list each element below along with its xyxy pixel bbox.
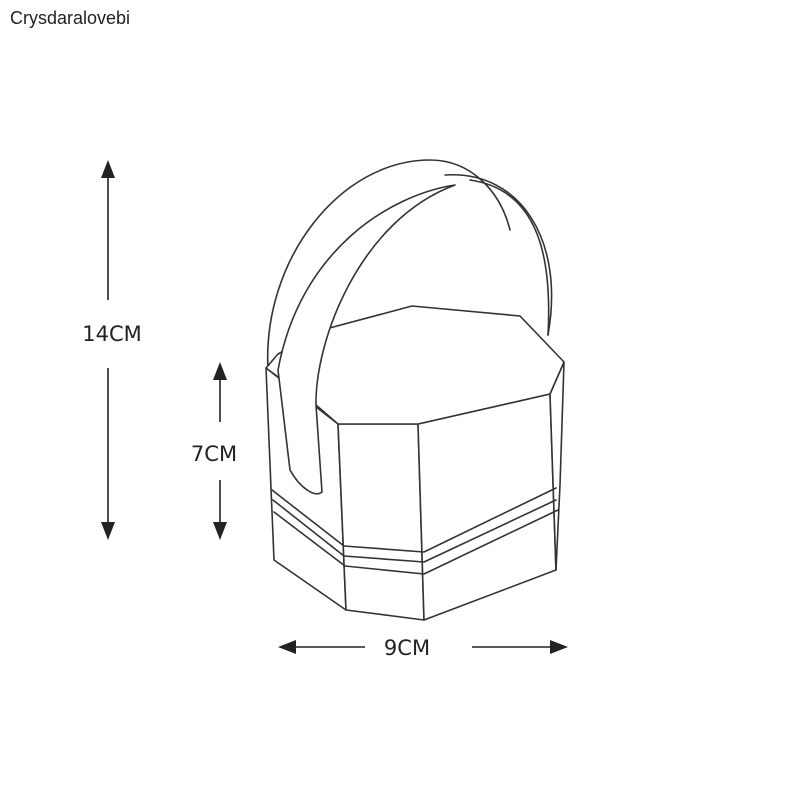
handle-outer-edge (266, 159, 511, 371)
base-band-line (273, 509, 559, 575)
handle (266, 159, 553, 371)
total-height-arrow-up (101, 160, 115, 178)
handle-front (277, 184, 456, 495)
box-height-label: 7CM (191, 442, 237, 466)
total-height-label: 14CM (82, 322, 142, 346)
handle-front-strap (277, 184, 456, 495)
box-height-arrow-up (213, 362, 227, 380)
lid-band-line-2 (272, 499, 557, 563)
total-height-arrow-down (101, 522, 115, 540)
width-arrow-right (550, 640, 568, 654)
width-arrow-left (278, 640, 296, 654)
box-height-arrow-down (213, 522, 227, 540)
dimension-total-height: 14CM (82, 160, 142, 540)
width-label: 9CM (384, 636, 430, 660)
dimension-width: 9CM (278, 636, 568, 660)
box-right-front-face (417, 393, 557, 621)
box-front-face (337, 423, 425, 621)
brand-name: Crysdaralovebi (10, 8, 131, 28)
dimension-box-height: 7CM (191, 362, 237, 540)
handle-back-strap (444, 174, 553, 336)
lid-band-line-1 (271, 487, 557, 553)
handle-right-edge (469, 179, 550, 336)
